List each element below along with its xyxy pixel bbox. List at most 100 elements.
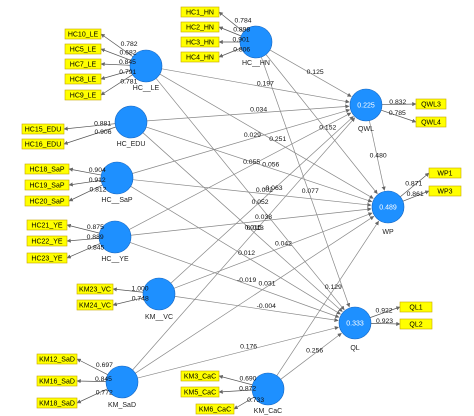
latent-km-cac[interactable]: KM_CaC <box>251 372 285 415</box>
indicator-hc1-hn[interactable]: HC1_HN <box>180 6 220 18</box>
indicator-qwl3[interactable]: QWL3 <box>415 98 447 110</box>
indicator-label: KM6_CaC <box>199 406 231 413</box>
indicator-hc23-ye[interactable]: HC23_YE <box>26 252 68 264</box>
indicator-box <box>415 98 447 110</box>
indicator-hc15-edu[interactable]: HC15_EDU <box>21 123 65 135</box>
latent-hc-hn[interactable]: HC__HN <box>239 25 273 67</box>
loading-hc23-ye: 0.845 <box>87 244 104 251</box>
indicator-hc16-edu[interactable]: HC16_EDU <box>21 138 65 150</box>
indicator-box <box>180 36 220 48</box>
indicator-hc8-le[interactable]: HC8_LE <box>64 73 102 85</box>
indicator-box <box>64 28 102 40</box>
latent-circle <box>129 49 163 83</box>
indicator-qwl4[interactable]: QWL4 <box>415 116 447 128</box>
loading-ql1: 0.922 <box>376 307 393 314</box>
loading-hc3-hn: 0.901 <box>233 37 250 44</box>
indicator-km23-vc[interactable]: KM23_VC <box>76 283 114 295</box>
latent-label: HC__LE <box>133 85 160 92</box>
indicator-box <box>21 138 65 150</box>
loading-line-hc2-hn <box>218 26 242 37</box>
path-km-sad-to-wp <box>135 216 375 374</box>
path-km-vc-to-qwl <box>170 116 354 284</box>
indicator-label: QL2 <box>409 321 422 328</box>
latent-hc-le[interactable]: HC__LE <box>129 49 163 92</box>
indicator-hc18-sap[interactable]: HC18_SaP <box>24 163 70 175</box>
indicator-box <box>195 403 235 415</box>
coef-hc-edu-to-qwl: 0.034 <box>250 106 267 113</box>
indicator-ql2[interactable]: QL2 <box>399 318 433 330</box>
coef-hc-sap-to-qwl: 0.029 <box>244 132 261 139</box>
loading-hc2-hn: 0.898 <box>233 26 250 33</box>
indicator-hc4-hn[interactable]: HC4_HN <box>180 51 220 63</box>
latent-label: HC_EDU <box>117 141 146 148</box>
coef-hc-ye-to-wp: 0.038 <box>255 214 272 221</box>
indicator-hc10-le[interactable]: HC10_LE <box>64 28 102 40</box>
indicator-km24-vc[interactable]: KM24_VC <box>76 299 114 311</box>
indicator-box <box>428 185 462 197</box>
latent-label: QL <box>350 345 359 352</box>
latent-km-sad[interactable]: KM_SaD <box>105 365 139 409</box>
coefficient-labels: 0.7840.8980.9010.8060.7820.6820.8450.791… <box>87 17 424 404</box>
indicator-hc22-ye[interactable]: HC22_YE <box>26 235 68 247</box>
loading-line-km18-sad <box>76 388 108 404</box>
loading-line-wp1 <box>400 172 430 198</box>
indicator-hc3-hn[interactable]: HC3_HN <box>180 36 220 48</box>
path-hc-edu-to-wp <box>146 126 373 203</box>
indicator-hc19-sap[interactable]: HC19_SaP <box>24 179 70 191</box>
indicator-km3-cac[interactable]: KM3_CaC <box>180 370 220 382</box>
coef-km-cac-to-ql: 0.256 <box>306 347 323 354</box>
indicator-box <box>64 43 102 55</box>
loading-line-wp3 <box>402 190 430 202</box>
indicator-label: HC19_SaP <box>29 182 64 189</box>
coef-hc-edu-to-ql: 0.015 <box>245 225 262 232</box>
latent-label: QWL <box>358 126 374 133</box>
indicator-box <box>180 6 220 18</box>
loading-hc9-le: 0.781 <box>120 78 137 85</box>
path-hc-edu-to-qwl <box>146 104 350 122</box>
indicator-km16-sad[interactable]: KM16_SaD <box>36 375 78 387</box>
loading-km24-vc: 0.748 <box>132 295 149 302</box>
indicator-box <box>26 219 68 231</box>
latent-hc-edu[interactable]: HC_EDU <box>114 105 148 148</box>
loading-line-km23-vc <box>112 287 144 293</box>
path-hc-le-to-wp <box>159 73 374 199</box>
coef-km-vc-to-qwl: -0.063 <box>263 185 282 192</box>
loading-km6-cac: 0.733 <box>247 397 264 404</box>
loading-line-hc19-sap <box>68 179 102 187</box>
indicator-km18-sad[interactable]: KM18_SaD <box>36 397 78 409</box>
loading-hc20-sap: 0.812 <box>89 187 106 194</box>
coef-hc-sap-to-wp: 0.002 <box>256 187 273 194</box>
indicator-km6-cac[interactable]: KM6_CaC <box>195 403 235 415</box>
loading-hc22-ye: 0.889 <box>87 234 104 241</box>
loading-km5-cac: 0.872 <box>239 385 256 392</box>
latent-hc-ye[interactable]: HC__YE <box>98 220 132 263</box>
coef-hc-hn-to-ql: 0.077 <box>302 188 319 195</box>
indicator-label: KM5_CaC <box>184 389 216 396</box>
indicator-km5-cac[interactable]: KM5_CaC <box>180 386 220 398</box>
indicator-km12-sad[interactable]: KM12_SaD <box>36 353 78 365</box>
latent-circle <box>142 277 176 311</box>
loading-qwl3: 0.832 <box>389 99 406 106</box>
latent-km-vc[interactable]: KM__VC <box>142 277 176 321</box>
indicator-label: HC22_YE <box>31 238 62 245</box>
indicator-hc5-le[interactable]: HC5_LE <box>64 43 102 55</box>
indicator-hc20-sap[interactable]: HC20_SaP <box>24 195 70 207</box>
indicator-wp3[interactable]: WP3 <box>428 185 462 197</box>
loading-line-hc1-hn <box>218 11 244 33</box>
latent-hc-sap[interactable]: HC__SaP <box>100 161 134 204</box>
indicator-hc2-hn[interactable]: HC2_HN <box>180 21 220 33</box>
indicator-label: KM23_VC <box>79 286 111 293</box>
indicator-hc9-le[interactable]: HC9_LE <box>64 89 102 101</box>
indicator-ql1[interactable]: QL1 <box>399 301 433 313</box>
loading-km23-vc: 1.000 <box>132 285 149 292</box>
indicator-hc21-ye[interactable]: HC21_YE <box>26 219 68 231</box>
indicator-label: QWL3 <box>421 101 441 108</box>
latent-circle <box>239 25 273 59</box>
indicator-wp1[interactable]: WP1 <box>428 167 462 179</box>
latent-circle <box>338 306 372 340</box>
indicator-hc7-le[interactable]: HC7_LE <box>64 58 102 70</box>
